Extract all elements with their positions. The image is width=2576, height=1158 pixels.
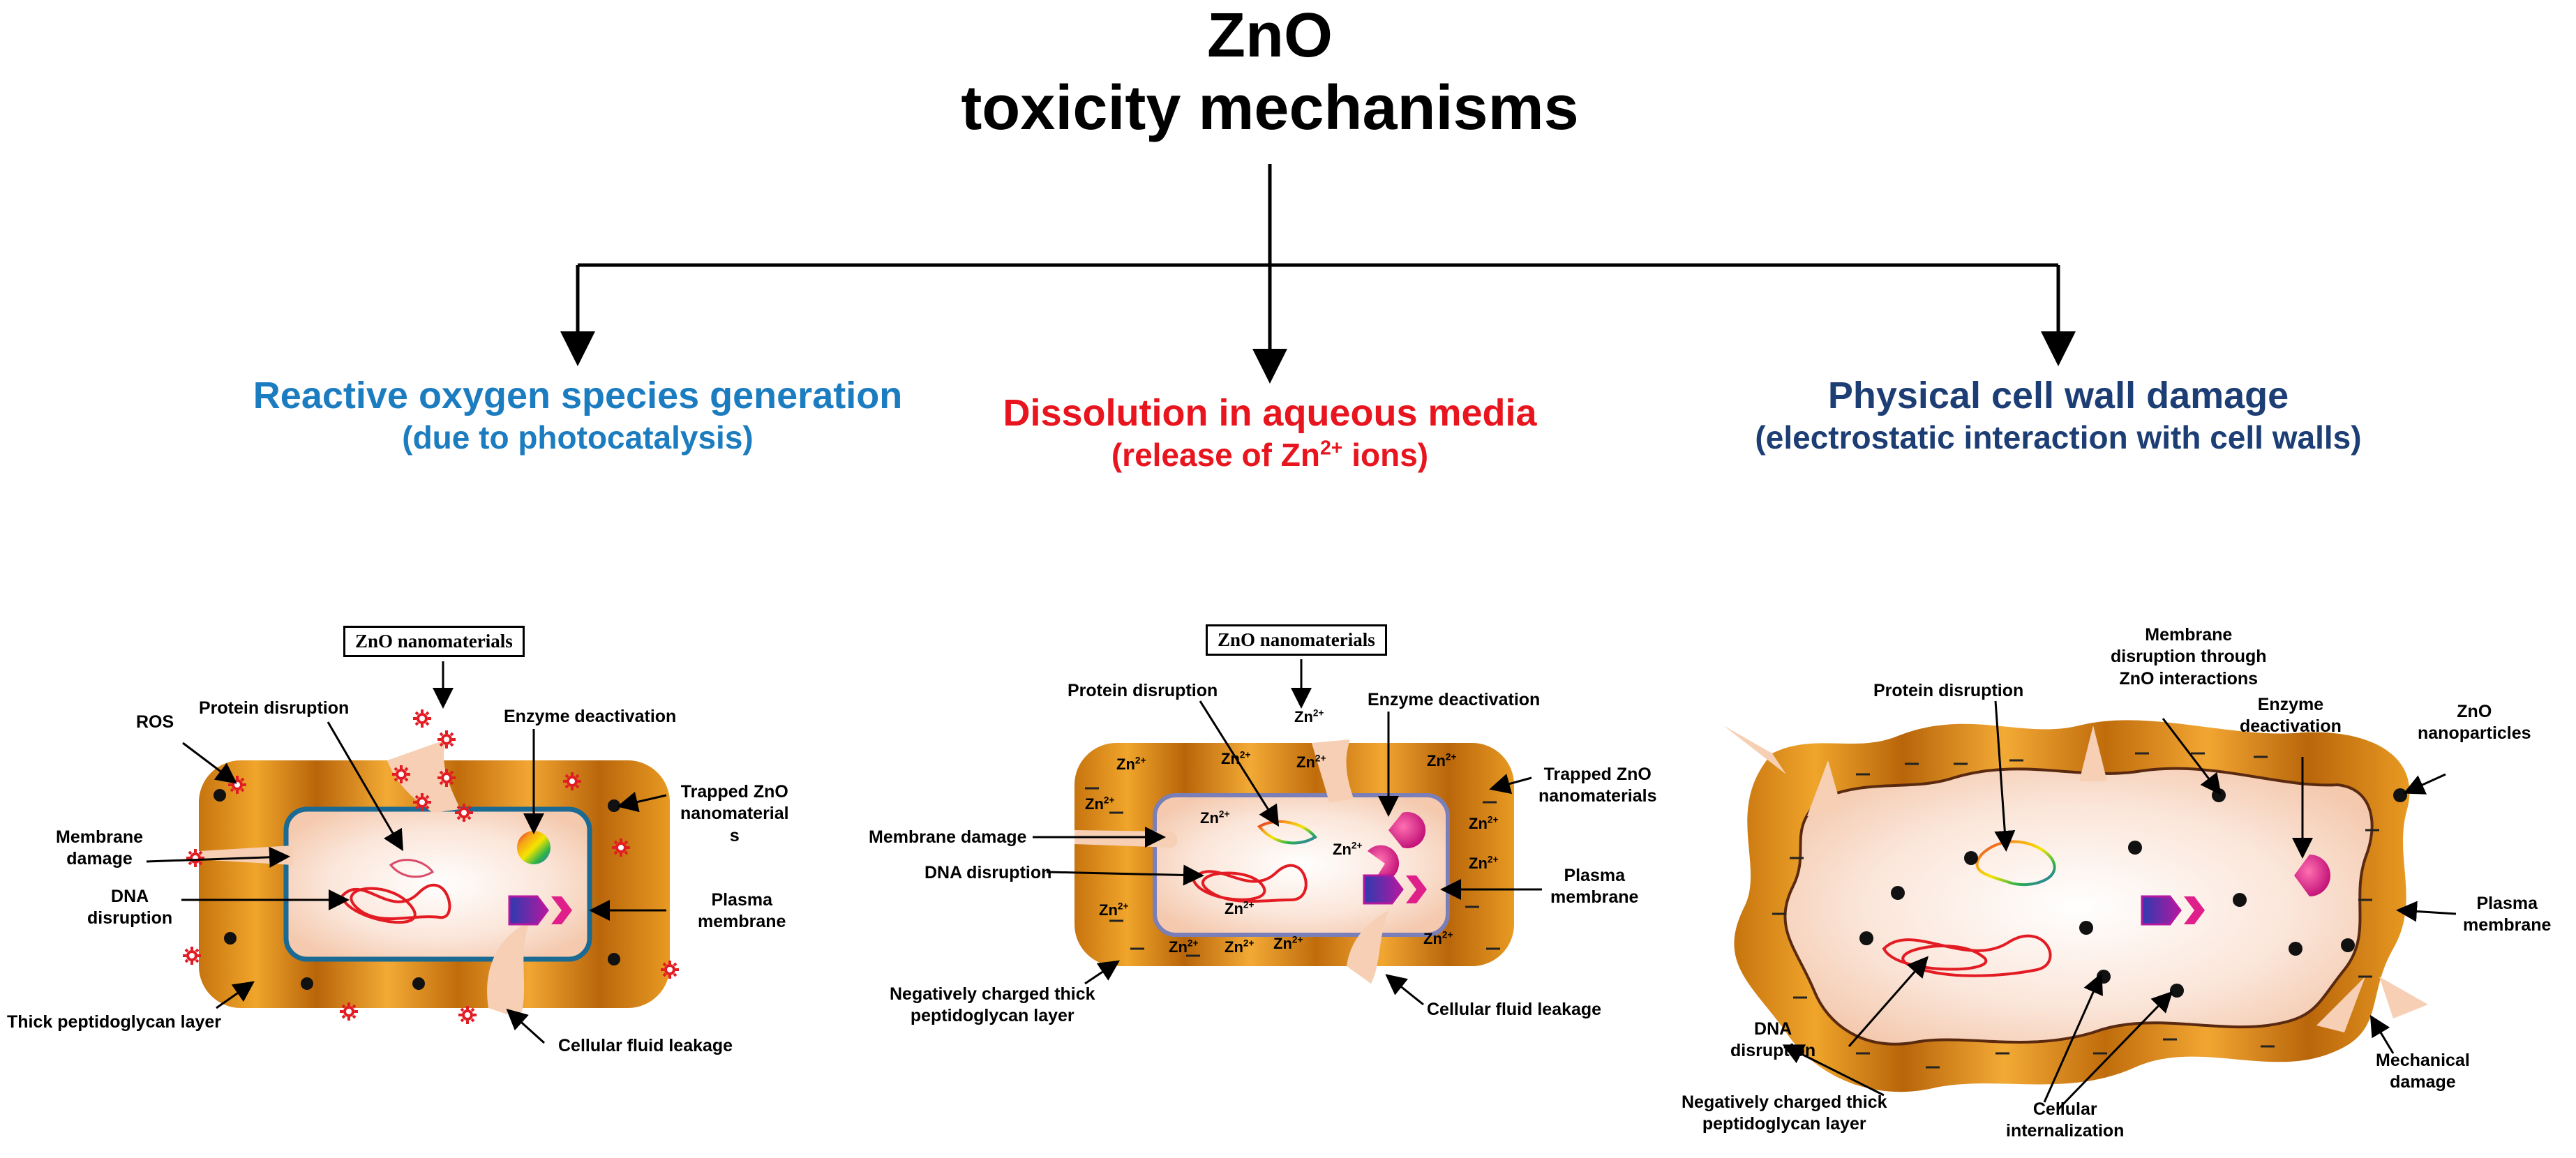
zn-ion: Zn2+ xyxy=(1116,755,1146,773)
zn-ion: Zn2+ xyxy=(1225,938,1255,956)
panel1-enzyme-label: Enzyme deactivation xyxy=(504,707,677,726)
panel1-membrane-damage-label: Membrane damage xyxy=(56,827,144,869)
panel2-plasma-label: Plasma membrane xyxy=(1550,866,1639,908)
panel3-enzyme-label: Enzyme deactivation xyxy=(2240,695,2342,737)
zn-ion: Zn2+ xyxy=(1273,934,1303,952)
mechanism-dissolution: Dissolution in aqueous media (release of… xyxy=(1003,391,1536,474)
panel3-plasma-label: Plasma membrane xyxy=(2463,894,2552,935)
panel1-dna-label: DNA disruption xyxy=(87,887,173,928)
panel3-protein-label: Protein disruption xyxy=(1873,681,2024,700)
zn-ion: Zn2+ xyxy=(1296,753,1326,771)
zn-ion: Zn2+ xyxy=(1427,751,1457,769)
panel3-mechanical-label: Mechanical damage xyxy=(2376,1051,2470,1092)
panel1-ros-label: ROS xyxy=(136,712,174,732)
panel2-zno-box: ZnO nanomaterials xyxy=(1206,624,1387,656)
zn-ion: Zn2+ xyxy=(1469,814,1499,832)
zn-ion: Zn2+ xyxy=(1225,899,1255,917)
panel1-zno-box: ZnO nanomaterials xyxy=(343,626,525,657)
panel2-trapped-label: Trapped ZnO nanomaterials xyxy=(1538,765,1657,806)
main-title-line2: toxicity mechanisms xyxy=(961,73,1579,143)
zn-ion: Zn2+ xyxy=(1469,854,1499,872)
panel3-membrane-disruption-label: Membrane disruption through ZnO interact… xyxy=(2111,625,2267,689)
panel3-internalization-label: Cellular internalization xyxy=(2006,1099,2125,1141)
panel2-peptidoglycan-label: Negatively charged thick peptidoglycan l… xyxy=(890,984,1095,1026)
zn-ion: Zn2+ xyxy=(1085,795,1115,813)
zn-ion: Zn2+ xyxy=(1333,840,1363,858)
main-title-line1: ZnO xyxy=(1207,1,1333,70)
panel1-protein-label: Protein disruption xyxy=(199,698,350,718)
zn-ion: Zn2+ xyxy=(1169,938,1199,956)
mechanism-physical: Physical cell wall damage (electrostatic… xyxy=(1755,373,2361,457)
panel3-cell xyxy=(1723,720,2428,1092)
panel2-membrane-damage-label: Membrane damage xyxy=(869,827,1027,847)
zn-ion: Zn2+ xyxy=(1221,749,1251,767)
mechanism-ros-title: Reactive oxygen species generation xyxy=(253,375,903,416)
panel2-leakage-label: Cellular fluid leakage xyxy=(1427,1000,1602,1019)
mechanism-ros-subtitle: (due to photocatalysis) xyxy=(402,419,754,456)
zn-ion: Zn2+ xyxy=(1099,901,1129,919)
panel1-leakage-label: Cellular fluid leakage xyxy=(558,1036,733,1055)
mechanism-dissolution-title: Dissolution in aqueous media xyxy=(1003,392,1537,434)
panel2-dna-label: DNA disruption xyxy=(924,863,1052,882)
panel3-peptidoglycan-label: Negatively charged thick peptidoglycan l… xyxy=(1682,1092,1887,1134)
panel1-trapped-label: Trapped ZnO nanomaterial s xyxy=(680,782,789,845)
mechanism-ros: Reactive oxygen species generation (due … xyxy=(253,373,902,457)
zn-ion: Zn2+ xyxy=(1294,707,1324,725)
panel3-nanoparticles-label: ZnO nanoparticles xyxy=(2418,702,2531,744)
mechanism-dissolution-subtitle: (release of Zn2+ ions) xyxy=(1111,436,1429,473)
panel1-peptidoglycan-label: Thick peptidoglycan layer xyxy=(7,1012,222,1032)
panel1-cell xyxy=(181,708,680,1025)
main-title: ZnO toxicity mechanisms xyxy=(961,0,1578,144)
mechanism-physical-title: Physical cell wall damage xyxy=(1827,375,2289,416)
zn-ion: Zn2+ xyxy=(1200,809,1230,827)
mechanism-physical-subtitle: (electrostatic interaction with cell wal… xyxy=(1755,419,2362,456)
panel1-plasma-label: Plasma membrane xyxy=(698,890,786,932)
zn-ion: Zn2+ xyxy=(1423,929,1453,947)
panel2-protein-label: Protein disruption xyxy=(1068,681,1218,700)
panel3-dna-label: DNA disruption xyxy=(1730,1019,1816,1061)
panel2-cell xyxy=(1074,739,1514,984)
panel2-enzyme-label: Enzyme deactivation xyxy=(1368,690,1541,709)
